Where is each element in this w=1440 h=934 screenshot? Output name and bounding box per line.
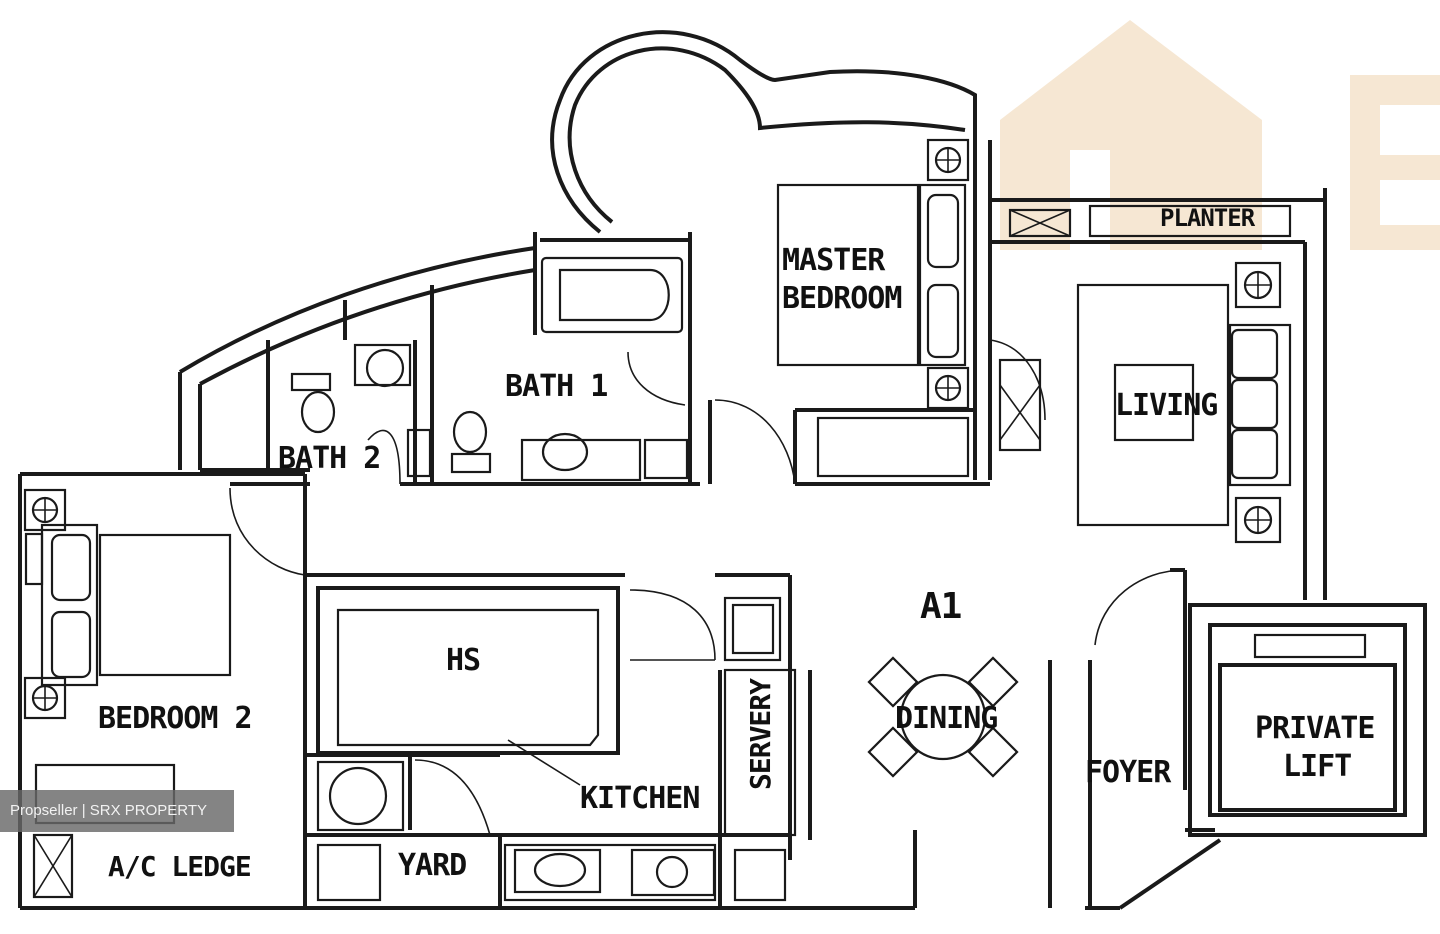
doors bbox=[229, 339, 1186, 836]
label-servery: SERVERY bbox=[744, 678, 777, 790]
room-labels: MASTER BEDROOM BATH 1 BATH 2 LIVING A1 B… bbox=[98, 204, 1375, 883]
label-planter: PLANTER bbox=[1160, 204, 1256, 232]
watermark-overlay bbox=[0, 790, 234, 832]
ac-symbols bbox=[23, 138, 1282, 720]
label-master-bedroom-1: MASTER bbox=[782, 243, 886, 278]
label-dining: DINING bbox=[895, 701, 997, 736]
label-hs: HS bbox=[446, 643, 480, 678]
watermark-text: Propseller | SRX PROPERTY bbox=[10, 802, 208, 819]
label-foyer: FOYER bbox=[1085, 755, 1172, 790]
label-living: LIVING bbox=[1115, 388, 1217, 423]
label-master-bedroom-2: BEDROOM bbox=[782, 281, 901, 316]
fixtures bbox=[24, 183, 1292, 902]
label-private-lift-1: PRIVATE bbox=[1255, 711, 1374, 746]
label-bedroom-2: BEDROOM 2 bbox=[98, 701, 252, 736]
outer-walls bbox=[18, 30, 1327, 910]
label-ac-ledge: A/C LEDGE bbox=[108, 850, 251, 883]
label-bath-2: BATH 2 bbox=[278, 441, 380, 476]
label-bath-1: BATH 1 bbox=[505, 369, 607, 404]
label-private-lift-2: LIFT bbox=[1283, 749, 1351, 784]
label-unit-type: A1 bbox=[920, 586, 961, 627]
label-yard: YARD bbox=[398, 848, 466, 883]
label-kitchen: KITCHEN bbox=[580, 781, 699, 816]
interior-walls bbox=[200, 232, 1427, 908]
